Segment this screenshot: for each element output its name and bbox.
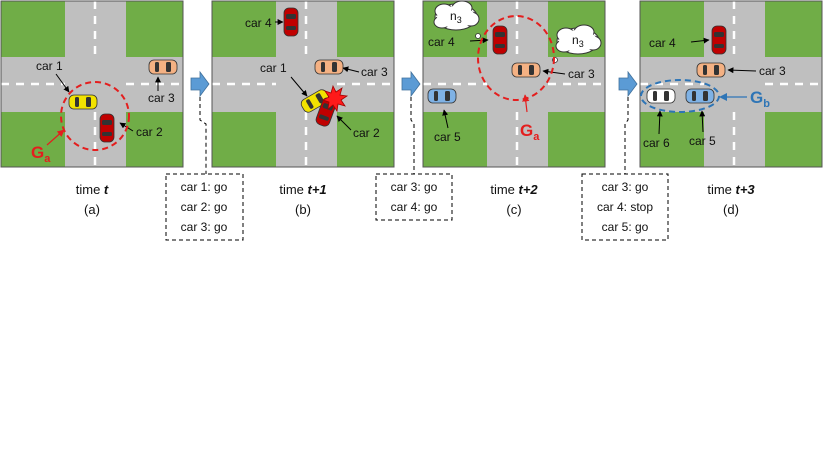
car-label: car 4 — [245, 16, 272, 30]
label-arrow — [55, 73, 70, 93]
group-label: Ga — [520, 121, 540, 143]
time-caption: time t — [76, 182, 109, 197]
car-icon — [68, 94, 98, 110]
panel-d: car 4 car 3 car 6 car 5 Gb time t+3 (d) — [639, 0, 823, 217]
car-label: car 5 — [689, 134, 716, 148]
group-label: Gb — [750, 88, 770, 110]
panel-letter: (c) — [506, 202, 521, 217]
group-label: Ga — [31, 143, 51, 165]
label-arrow — [727, 67, 757, 74]
action-box-2: car 3: go car 4: go — [375, 173, 453, 221]
car-icon — [696, 62, 726, 78]
label-arrow — [699, 110, 706, 133]
panel-a: car 1 car 2 car 3 Ga time t (a) — [0, 0, 184, 217]
label-arrow — [690, 37, 710, 44]
thought-bubble-icon: n3 — [433, 0, 480, 31]
action-line: car 3: go — [391, 180, 438, 194]
action-line: car 3: go — [181, 220, 228, 234]
label-arrow — [342, 66, 360, 73]
action-box-3: car 3: go car 4: stop car 5: go — [581, 173, 669, 241]
car-label: car 1 — [36, 59, 63, 73]
bubble-dot — [475, 33, 481, 39]
label-arrow — [336, 115, 352, 131]
connector-line — [199, 97, 207, 174]
group-ellipse — [477, 15, 555, 101]
car-icon — [99, 113, 115, 143]
label-arrow — [469, 37, 489, 44]
panel-letter: (b) — [295, 202, 311, 217]
car-icon — [646, 88, 676, 104]
connector-line — [410, 97, 415, 174]
car-label: car 1 — [260, 61, 287, 75]
svg-text:n3: n3 — [572, 33, 584, 49]
car-label: car 2 — [353, 126, 380, 140]
group-arrow — [522, 94, 530, 113]
car-icon — [492, 25, 508, 55]
right-arrow-icon — [401, 70, 421, 98]
car-icon — [427, 88, 457, 104]
group-ellipse — [60, 81, 130, 151]
right-arrow-icon — [618, 70, 638, 98]
action-line: car 4: go — [391, 200, 438, 214]
time-caption: time t+2 — [490, 182, 538, 197]
intersection-scene — [639, 0, 823, 168]
group-arrow — [46, 129, 65, 146]
car-icon — [148, 59, 178, 75]
time-caption: time t+1 — [279, 182, 326, 197]
intersection-scene — [0, 0, 184, 168]
car-icon — [511, 62, 541, 78]
car-label: car 3 — [568, 67, 595, 81]
right-arrow-icon — [190, 70, 210, 98]
label-arrow — [290, 76, 308, 97]
action-line: car 5: go — [602, 220, 649, 234]
label-arrow — [442, 109, 449, 129]
label-arrow — [542, 68, 566, 75]
car-label: car 4 — [649, 36, 676, 50]
collision-icon — [321, 84, 349, 113]
car-icon — [314, 59, 344, 75]
action-line: car 3: go — [602, 180, 649, 194]
thought-bubble-icon: n3 — [555, 24, 602, 55]
car-label: car 3 — [759, 64, 786, 78]
car-label: car 6 — [643, 136, 670, 150]
label-arrow — [656, 110, 663, 135]
panel-c: n3 n3 car 4 car 3 car 5 Ga time t+2 (c) — [422, 0, 606, 217]
car-label: car 4 — [428, 35, 455, 49]
car-icon — [685, 88, 715, 104]
action-box-1: car 1: go car 2: go car 3: go — [165, 173, 244, 241]
time-caption: time t+3 — [707, 182, 755, 197]
car-icon — [711, 25, 727, 55]
connector-line — [624, 97, 629, 174]
action-line: car 2: go — [181, 200, 228, 214]
panel-letter: (a) — [84, 202, 100, 217]
car-icon — [283, 7, 299, 37]
panel-letter: (d) — [723, 202, 739, 217]
panel-b: car 4 car 1 car 3 car 2 time t+1 (b) — [211, 0, 395, 217]
car-label: car 3 — [361, 65, 388, 79]
svg-text:n3: n3 — [450, 9, 462, 25]
car-label: car 2 — [136, 125, 163, 139]
intersection-scene — [211, 0, 395, 168]
car-label: car 5 — [434, 130, 461, 144]
group-ellipse — [640, 79, 720, 113]
action-line: car 1: go — [181, 180, 228, 194]
action-line: car 4: stop — [597, 200, 653, 214]
car-label: car 3 — [148, 91, 175, 105]
